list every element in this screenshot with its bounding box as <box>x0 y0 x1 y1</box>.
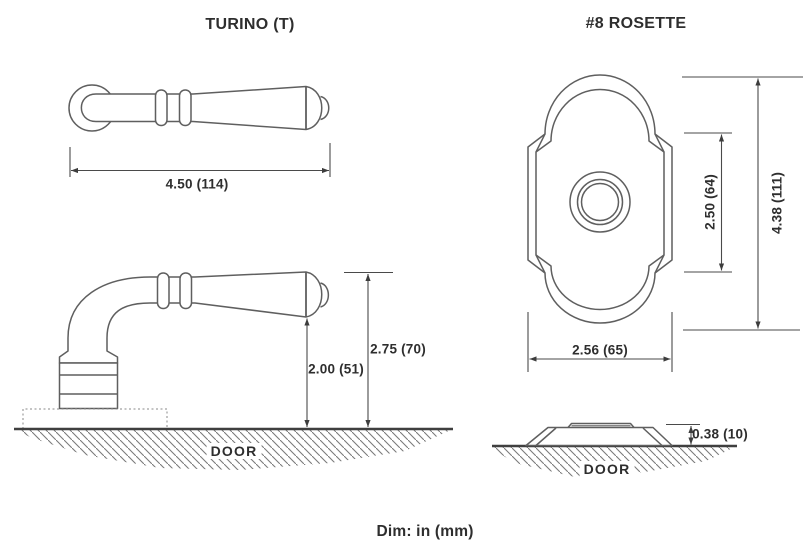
rosette-inner-height-dimension-label: 2.50 (64) <box>702 174 718 230</box>
lever-overall-height-dimension <box>344 271 393 427</box>
rosette-overall-height-dimension <box>682 76 803 331</box>
rosette-inner-height-dimension <box>684 132 732 273</box>
lever-length-dimension <box>69 143 331 177</box>
rosette-width-dimension-label: 2.56 (65) <box>572 342 628 358</box>
rosette-side-view <box>525 422 673 447</box>
right-diagram-title: #8 ROSETTE <box>585 15 687 32</box>
door-surface-left <box>14 408 453 470</box>
door-label-right: DOOR <box>579 461 635 477</box>
lever-top-view <box>68 84 330 132</box>
rosette-thickness-dimension-label: 0.38 (10) <box>692 426 748 442</box>
lever-side-view <box>58 271 330 410</box>
door-label-left: DOOR <box>206 443 262 459</box>
units-note: Dim: in (mm) <box>376 523 474 540</box>
rosette-overall-height-dimension-label: 4.38 (111) <box>769 171 785 235</box>
rosette-hidden-outline <box>22 408 168 429</box>
rosette-thickness-dimension <box>666 423 700 445</box>
lever-overall-height-dimension-label: 2.75 (70) <box>370 341 426 357</box>
left-diagram-title: TURINO (T) <box>205 16 295 33</box>
rosette-width-dimension <box>527 312 673 372</box>
lever-length-dimension-label: 4.50 (114) <box>165 176 229 192</box>
rosette-front-view <box>527 74 673 324</box>
lever-height-dimension-label: 2.00 (51) <box>308 361 364 377</box>
